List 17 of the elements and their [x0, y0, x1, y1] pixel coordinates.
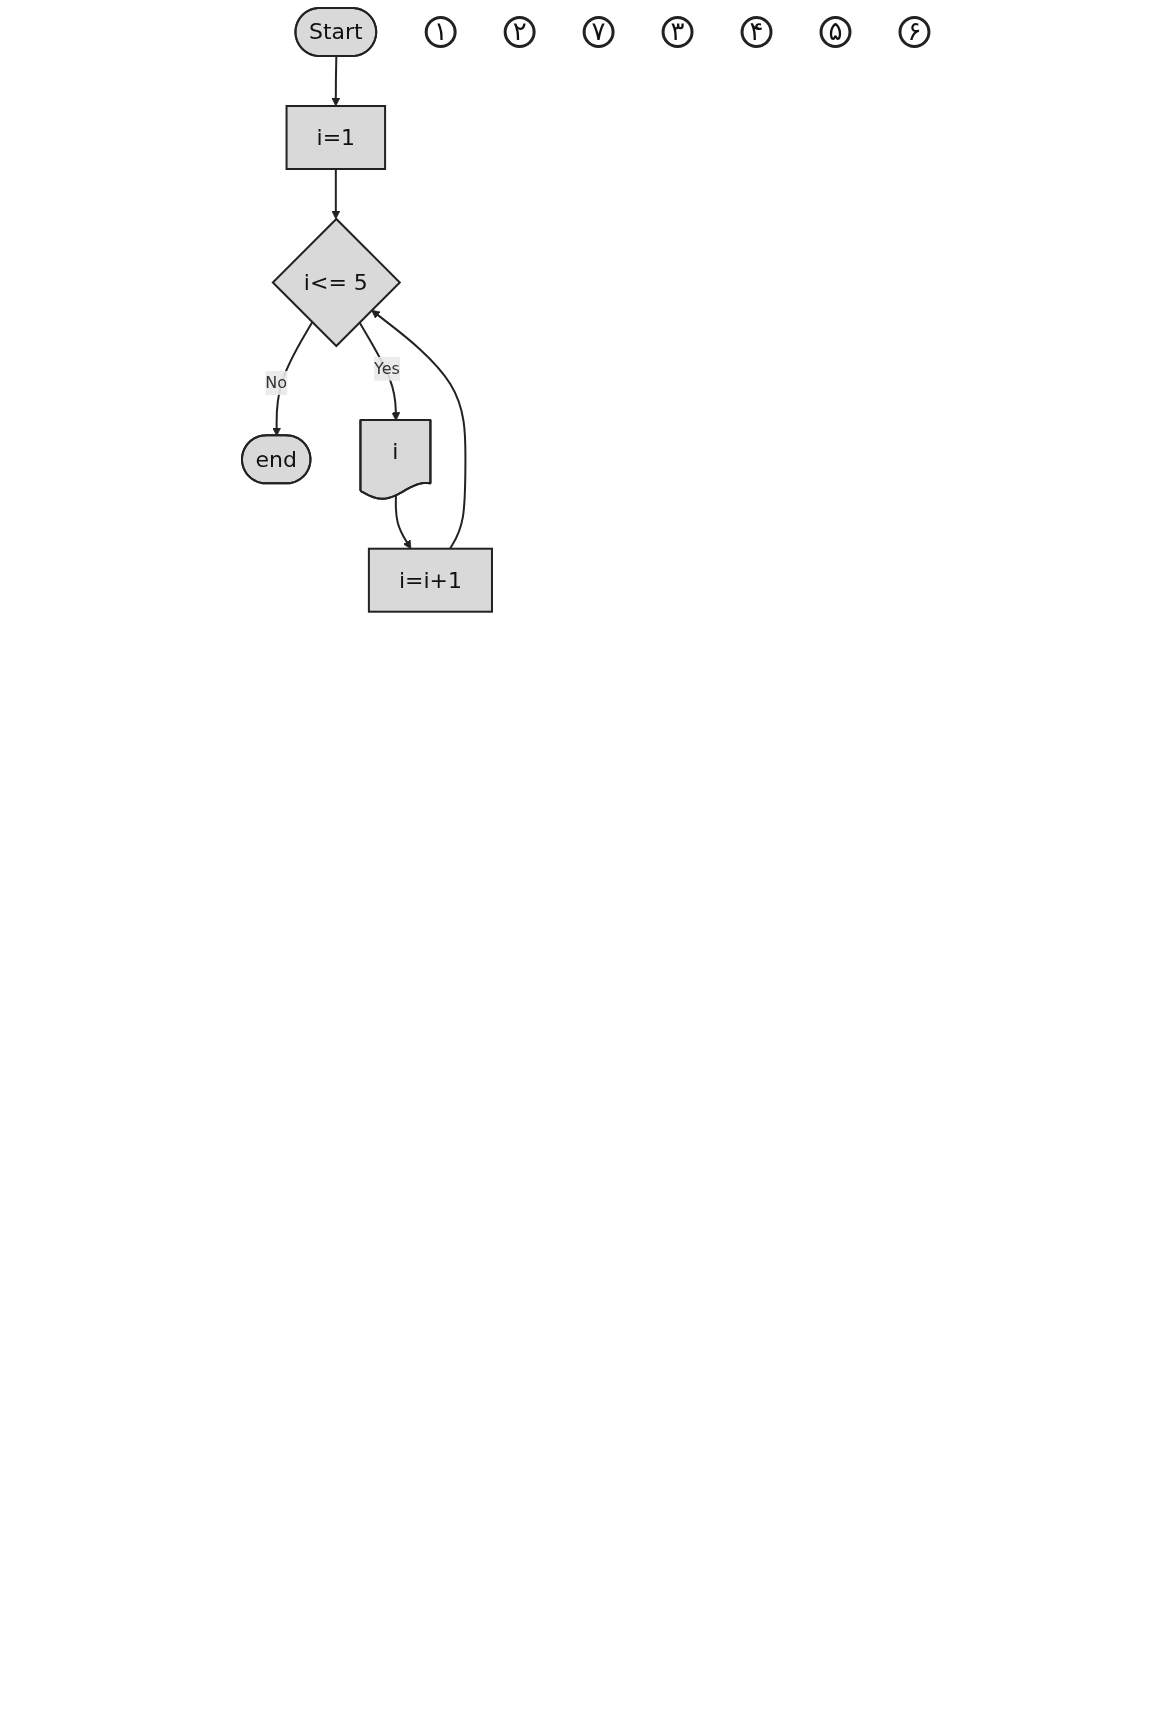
arrow	[330, 55, 340, 107]
node-circle: ۳	[661, 16, 694, 48]
node-circle: ۶	[898, 16, 930, 48]
arrow	[330, 168, 340, 220]
node-circle: ۷	[582, 16, 615, 48]
node-circle: ۲	[503, 16, 536, 48]
node-box: i=1	[285, 105, 386, 170]
edge-label: No	[264, 372, 287, 392]
arrow	[394, 494, 411, 550]
arrow	[370, 309, 466, 550]
node-circle: ۱	[424, 16, 457, 48]
arrow	[271, 321, 313, 437]
node-diamond: i<= 5	[270, 217, 401, 348]
node-circle: ۵	[819, 16, 851, 48]
node-box: i=i+1	[367, 547, 493, 613]
edge-label: Yes	[373, 358, 400, 378]
node-circle: ۴	[740, 16, 773, 48]
